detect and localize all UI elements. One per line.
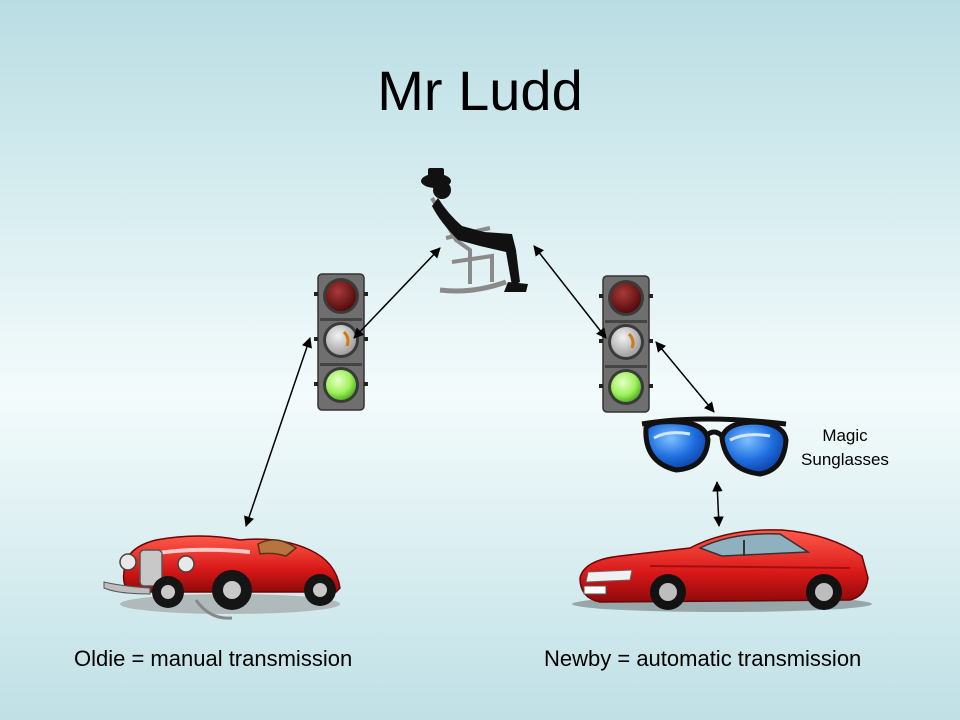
red-sports-car-icon: [572, 529, 872, 612]
classic-red-car-icon: [103, 535, 341, 620]
sunglasses-icon: [641, 416, 789, 477]
glasses-label-line1: Magic: [822, 426, 868, 445]
caption-newby: Newby = automatic transmission: [544, 646, 862, 671]
slide-title: Mr Ludd: [377, 59, 583, 122]
arrow-light-left-to-classic-car: [244, 337, 312, 527]
traffic-light-left-icon: [312, 272, 370, 412]
arrow-light-right-to-glasses: [655, 341, 715, 413]
glasses-label-line2: Sunglasses: [801, 450, 889, 469]
caption-oldie: Oldie = manual transmission: [74, 646, 353, 671]
arrow-man-to-light-right: [533, 245, 607, 339]
arrow-glasses-to-sports-car: [712, 480, 724, 528]
magic-sunglasses-label: Magic Sunglasses: [786, 424, 904, 472]
man-in-rocking-chair-icon: [421, 168, 528, 294]
traffic-light-right-icon: [597, 274, 655, 414]
arrow-light-left-to-man: [353, 247, 441, 339]
